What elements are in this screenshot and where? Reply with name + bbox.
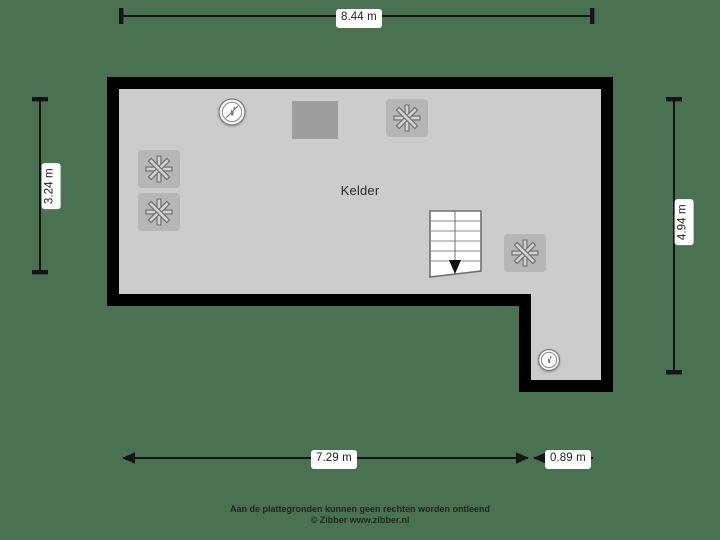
floor-area xyxy=(119,89,601,380)
dimension-label-bottom-main: 7.29 m xyxy=(311,450,357,469)
dimension-label-bottom-right: 0.89 m xyxy=(545,450,591,469)
meter-icon-top[interactable] xyxy=(218,98,246,126)
staircase-direction-arrow xyxy=(449,260,461,274)
dimension-label-top: 8.44 m xyxy=(336,9,382,28)
dimension-label-right: 4.94 m xyxy=(674,199,694,246)
footer-line-disclaimer: Aan de plattegronden kunnen geen rechten… xyxy=(229,504,491,514)
star-vent-icon-upper-left[interactable] xyxy=(138,150,180,188)
dimension-label-left: 3.24 m xyxy=(41,163,61,210)
star-vent-icon-right[interactable] xyxy=(504,234,546,272)
footer-line-copyright: © Zibber www.zibber.nl xyxy=(310,515,410,525)
footer-disclaimer: Aan de plattegronden kunnen geen rechten… xyxy=(0,504,720,526)
staircase-down-icon[interactable] xyxy=(429,210,482,278)
room-label-kelder: Kelder xyxy=(340,183,380,198)
star-vent-icon-lower-left[interactable] xyxy=(138,193,180,231)
meter-icon-bottom[interactable] xyxy=(537,348,561,372)
fixture-block xyxy=(292,101,338,139)
star-vent-icon-top-right[interactable] xyxy=(386,99,428,137)
